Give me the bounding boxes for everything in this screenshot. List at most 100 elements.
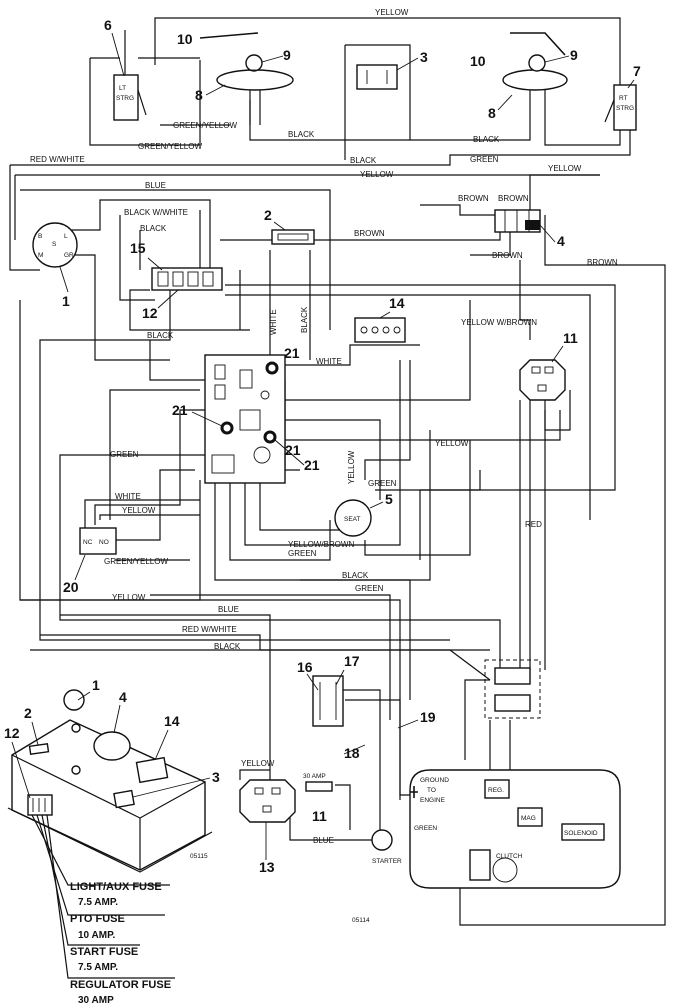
wire-label: BROWN xyxy=(458,194,489,203)
to-label: TO xyxy=(427,787,436,794)
ignition-key-switch: B L M GR S xyxy=(32,222,78,268)
wire-label: GREEN xyxy=(414,825,437,832)
callout-number: 13 xyxy=(259,859,275,875)
callout-group: 6 10 9 8 3 10 9 8 7 2 4 1 15 12 14 11 21… xyxy=(4,17,641,875)
wire-label: BLACK xyxy=(300,306,309,333)
connector-14 xyxy=(354,317,406,343)
wire-label: BROWN xyxy=(587,258,618,267)
reg-label: REG. xyxy=(488,787,504,794)
regulator-16-17 xyxy=(312,675,344,727)
fig-05115: 05115 xyxy=(190,853,208,860)
solenoid-label: SOLENOID xyxy=(564,830,598,837)
seat-switch: SEAT xyxy=(334,499,372,537)
wire-label: YELLOW xyxy=(347,450,356,484)
relay-11-bottom xyxy=(239,779,296,823)
fig-05114: 05114 xyxy=(352,917,370,924)
right-steering-switch: RT STRG xyxy=(604,84,637,131)
engine-label: ENGINE xyxy=(420,797,446,804)
callout-number: 21 xyxy=(304,457,320,473)
wire-label: BLACK xyxy=(473,135,500,144)
mag-label: MAG xyxy=(521,815,536,822)
wire-label: RED xyxy=(525,520,542,529)
callout-number: 19 xyxy=(420,709,436,725)
callout-number: 4 xyxy=(557,233,565,249)
relay-dashed-box xyxy=(484,659,541,719)
engine-outline: REG. MAG SOLENOID GROUND TO ENGINE CLUTC… xyxy=(409,769,621,889)
clutch-label: CLUTCH xyxy=(496,853,523,860)
lamp-bracket-right xyxy=(510,32,566,56)
wire-label: GREEN xyxy=(355,584,384,593)
left-steering-switch: LT STRG xyxy=(113,30,147,121)
callout-number: 4 xyxy=(119,689,127,705)
callout-number: 2 xyxy=(264,207,272,223)
wire-label: GREEN/YELLOW xyxy=(173,121,237,130)
wire-label: WHITE xyxy=(115,492,141,501)
wire-label: GREEN/YELLOW xyxy=(138,142,202,151)
callout-number: 14 xyxy=(164,713,180,729)
wire-label: BROWN xyxy=(492,251,523,260)
wire-label: RED W/WHITE xyxy=(182,625,237,634)
callout-number: 11 xyxy=(312,808,327,824)
wire-label: GREEN xyxy=(368,479,397,488)
wire-label: GREEN xyxy=(288,549,317,558)
wire-label: GREEN xyxy=(110,450,139,459)
callout-number: 2 xyxy=(24,705,32,721)
central-module xyxy=(204,354,286,484)
hour-meter xyxy=(271,229,315,245)
callout-number: 8 xyxy=(488,105,496,121)
callout-number: 21 xyxy=(284,345,300,361)
relay-11-top xyxy=(519,359,566,401)
callout-number: 15 xyxy=(130,240,146,256)
wire-label: BLACK W/WHITE xyxy=(124,208,188,217)
fuse-rating: 30 AMP xyxy=(78,995,114,1006)
thirty-amp-label: 30 AMP xyxy=(303,773,326,780)
callout-number: 12 xyxy=(142,305,158,321)
fuse-rating: 10 AMP. xyxy=(78,930,115,941)
callout-number: 14 xyxy=(389,295,405,311)
svg-text:M: M xyxy=(38,252,43,259)
fuse-name: START FUSE xyxy=(70,946,138,958)
callout-number: 3 xyxy=(212,769,220,785)
wire-label: BLACK xyxy=(147,331,174,340)
wire-label: YELLOW xyxy=(360,170,394,179)
wire-label-group: YELLOW GREEN/YELLOW GREEN/YELLOW BLACK B… xyxy=(30,8,618,845)
callout-number: 9 xyxy=(283,47,291,63)
callout-number: 3 xyxy=(420,49,428,65)
rt-strg-label: STRG xyxy=(616,105,634,112)
wire-label: BROWN xyxy=(498,194,529,203)
callout-number: 1 xyxy=(62,293,70,309)
callout-number: 10 xyxy=(470,53,486,69)
wire-label: GREEN/YELLOW xyxy=(104,557,168,566)
fuse-rating: 7.5 AMP. xyxy=(78,962,118,973)
callout-number: 17 xyxy=(344,653,360,669)
svg-text:GR: GR xyxy=(64,252,74,259)
ground-label: GROUND xyxy=(420,777,449,784)
wire-label: GREEN xyxy=(470,155,499,164)
fuse-name: LIGHT/AUX FUSE xyxy=(70,881,162,893)
wire-label: RED W/WHITE xyxy=(30,155,85,164)
inline-fuse-18: 30 AMP xyxy=(303,773,333,792)
callout-number: 11 xyxy=(563,330,578,346)
wire-label: BLACK xyxy=(214,642,241,651)
rt-label: RT xyxy=(619,95,628,102)
svg-text:NC: NC xyxy=(83,539,93,546)
lamp-bracket-left xyxy=(199,32,259,39)
wire-label: BLUE xyxy=(313,836,334,845)
svg-text:NO: NO xyxy=(99,539,109,546)
left-headlight xyxy=(216,54,294,125)
wire-label: BROWN xyxy=(354,229,385,238)
wire-label: BLACK xyxy=(350,156,377,165)
wire-label: WHITE xyxy=(269,309,278,335)
seat-label: SEAT xyxy=(344,516,361,523)
connector-3 xyxy=(356,64,398,90)
fuse-block xyxy=(151,267,223,291)
callout-number: 9 xyxy=(570,47,578,63)
callout-number: 7 xyxy=(633,63,641,79)
lt-strg-label: STRG xyxy=(116,95,134,102)
wire-label: BLUE xyxy=(218,605,239,614)
fuse-legend: LIGHT/AUX FUSE 7.5 AMP. PTO FUSE 10 AMP.… xyxy=(70,881,171,1006)
callout-number: 1 xyxy=(92,677,100,693)
callout-number: 21 xyxy=(285,442,301,458)
wire-label: YELLOW/BROWN xyxy=(288,540,354,549)
